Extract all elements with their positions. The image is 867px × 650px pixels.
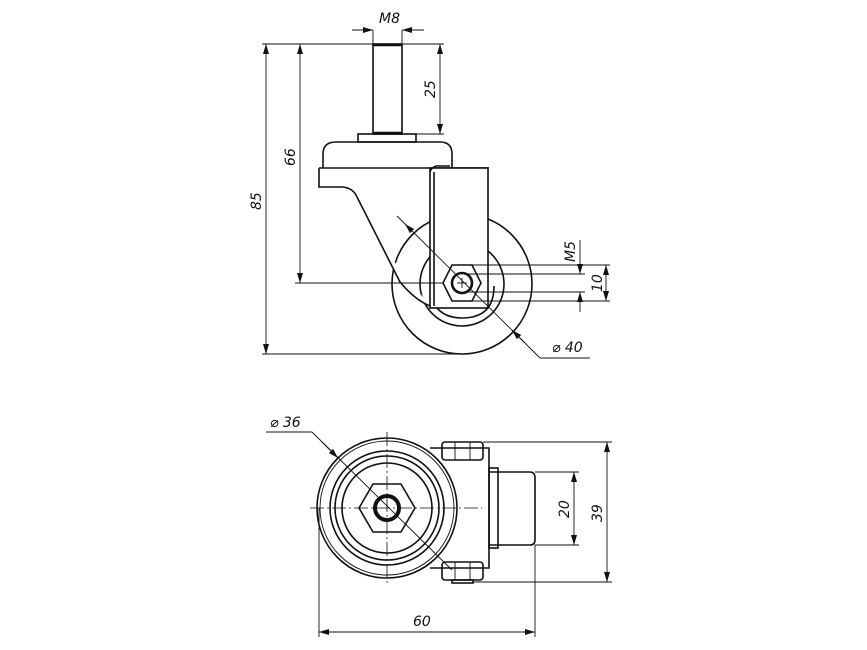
dimension-label: 20 bbox=[557, 500, 573, 518]
side-view: M8 25 66 85 M5 10 bbox=[249, 11, 610, 359]
dimension-diameter-36: ⌀ 36 bbox=[266, 415, 453, 571]
dimension-25: 25 bbox=[402, 43, 444, 135]
dimension-label: 60 bbox=[413, 614, 431, 630]
dimension-label: M8 bbox=[379, 11, 400, 27]
dimension-39: 39 bbox=[473, 441, 612, 583]
dimension-label: ⌀ 40 bbox=[552, 340, 583, 356]
dimension-label: 66 bbox=[283, 148, 299, 166]
dimension-label: 25 bbox=[423, 80, 439, 98]
dimension-m8: M8 bbox=[352, 11, 424, 44]
dimension-label: 85 bbox=[249, 192, 265, 210]
dimension-label: ⌀ 36 bbox=[270, 415, 301, 431]
dimension-label: M5 bbox=[563, 241, 579, 262]
dimension-60: 60 bbox=[318, 508, 536, 637]
dimension-85: 85 bbox=[249, 43, 462, 355]
dimension-20: 20 bbox=[535, 471, 579, 546]
caster-top-outline bbox=[310, 432, 536, 586]
dimension-diameter-40: ⌀ 40 bbox=[396, 215, 590, 359]
caster-side-outline bbox=[318, 43, 533, 355]
dimension-label: 10 bbox=[590, 274, 606, 292]
dimension-label: 39 bbox=[590, 504, 606, 522]
dimension-m5-10: M5 10 bbox=[467, 240, 610, 312]
dimension-66: 66 bbox=[283, 43, 443, 284]
top-view: ⌀ 36 20 39 60 bbox=[266, 415, 612, 637]
